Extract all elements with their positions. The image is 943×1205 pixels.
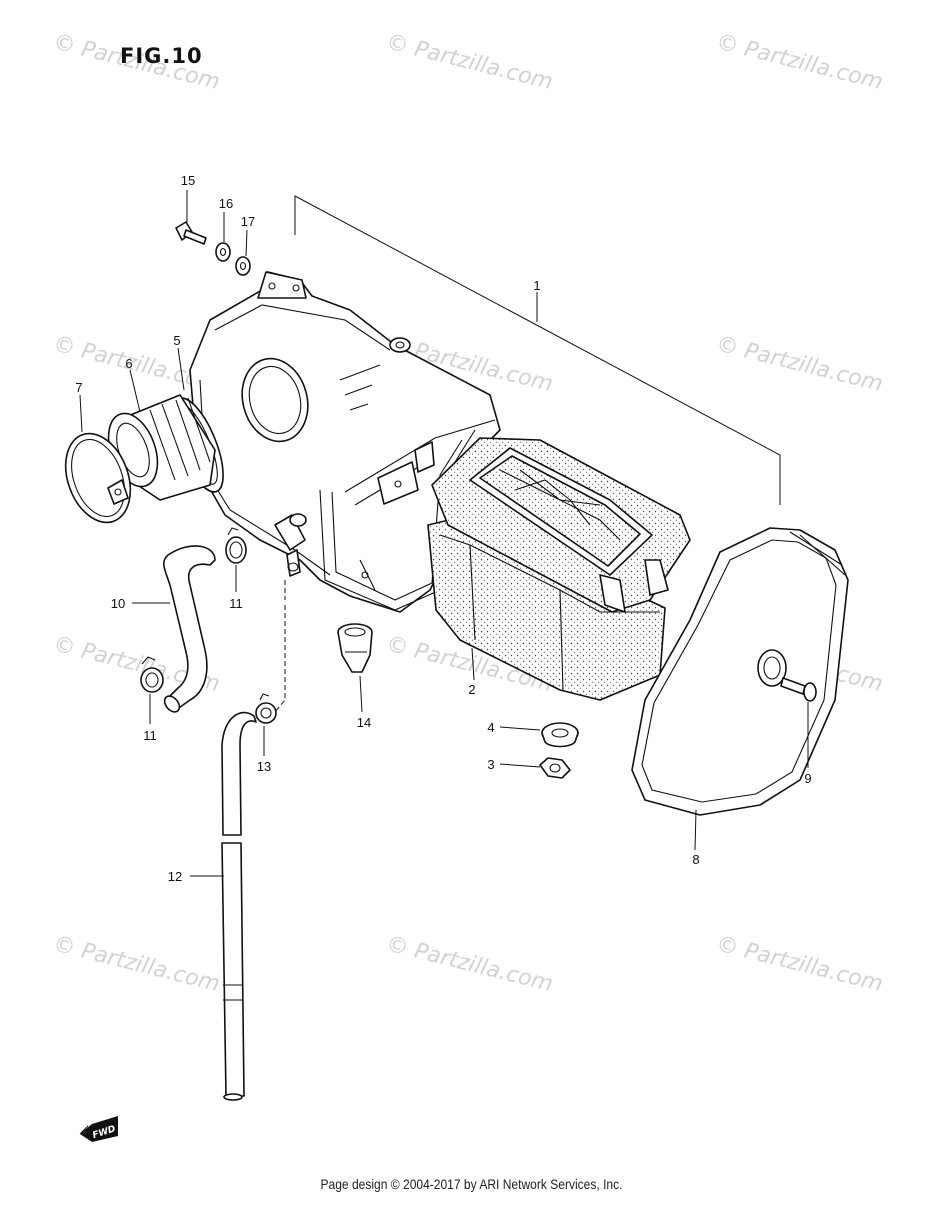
callout-11: 11 [143, 728, 157, 743]
part-1-air-cleaner-case[interactable] [189, 271, 501, 613]
callout-17: 17 [241, 214, 255, 229]
callout-2: 2 [468, 682, 475, 697]
callout-labels: 1 2 3 4 5 6 7 8 9 10 11 11 12 13 14 15 1… [75, 173, 811, 884]
part-2-filter-element[interactable] [427, 437, 691, 701]
watermark: © Partzilla.com [714, 30, 886, 96]
callout-7: 7 [75, 380, 82, 395]
page-footer: Page design © 2004-2017 by ARI Network S… [320, 1176, 623, 1192]
part-4-grommet[interactable] [541, 722, 579, 748]
watermark: © Partzilla.com [714, 332, 886, 398]
part-17-washer[interactable] [235, 256, 251, 276]
callout-12: 12 [168, 869, 182, 884]
callout-6: 6 [125, 356, 132, 371]
part-11-clip-upper[interactable] [225, 527, 247, 564]
callout-14: 14 [357, 715, 371, 730]
callout-9: 9 [804, 771, 811, 786]
callout-8: 8 [692, 852, 699, 867]
callout-10: 10 [111, 596, 125, 611]
callout-15: 15 [181, 173, 195, 188]
part-10-hose[interactable] [162, 545, 216, 715]
assembly-bracket [294, 195, 781, 505]
callout-13: 13 [257, 759, 271, 774]
callout-1: 1 [533, 278, 540, 293]
part-16-washer[interactable] [215, 242, 231, 262]
part-13-clip[interactable] [255, 693, 277, 724]
figure-title: FIG.10 [120, 44, 203, 68]
watermark: © Partzilla.com [384, 30, 556, 96]
watermark: © Partzilla.com [714, 932, 886, 998]
part-11-clip-lower[interactable] [140, 656, 164, 693]
part-6-intake-boot[interactable] [99, 394, 216, 501]
callout-4: 4 [487, 720, 494, 735]
callout-3: 3 [487, 757, 494, 772]
part-12-drain-tube[interactable] [221, 711, 257, 1101]
part-15-bolt[interactable] [175, 221, 207, 245]
part-3-wing-nut[interactable] [539, 757, 571, 779]
callout-11: 11 [229, 596, 243, 611]
part-14-drain-cap[interactable] [337, 623, 373, 673]
forward-direction-indicator: FWD [79, 1116, 118, 1142]
part-8-air-cleaner-cover[interactable] [631, 527, 849, 816]
watermark: © Partzilla.com [384, 932, 556, 998]
part-7-hose-clamp[interactable] [54, 425, 142, 532]
part-9-screw[interactable] [780, 677, 817, 702]
leader-lines [79, 190, 809, 877]
callout-5: 5 [173, 333, 180, 348]
watermark: © Partzilla.com [51, 932, 223, 998]
callout-16: 16 [219, 196, 233, 211]
